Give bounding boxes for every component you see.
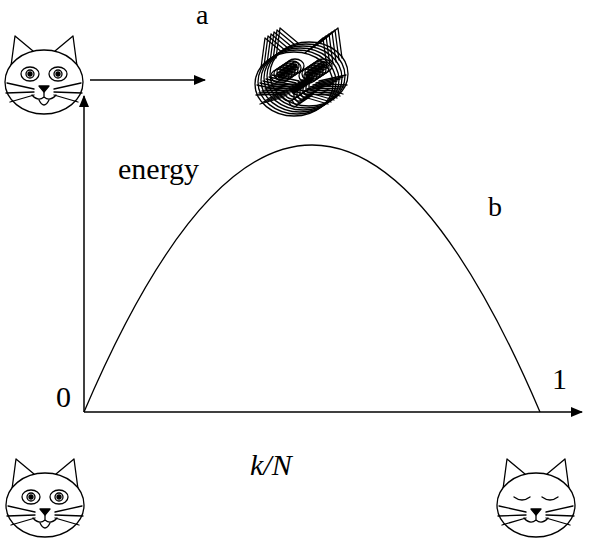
energy-axis <box>83 96 85 412</box>
k-axis <box>84 411 582 413</box>
axis-title: k/N <box>250 448 292 481</box>
happy-cat <box>6 459 84 537</box>
happy-cat <box>5 36 83 114</box>
axis-tick: 0 <box>56 380 71 413</box>
panel-letter: b <box>488 192 502 223</box>
axis-tick: 1 <box>552 362 567 395</box>
panel-letter: a <box>196 0 208 31</box>
axis-title: energy <box>118 152 199 185</box>
transition-arrow <box>90 79 205 81</box>
energy-curve <box>84 145 540 412</box>
sleeping-cat <box>497 459 575 537</box>
blurred-cat <box>255 28 348 116</box>
